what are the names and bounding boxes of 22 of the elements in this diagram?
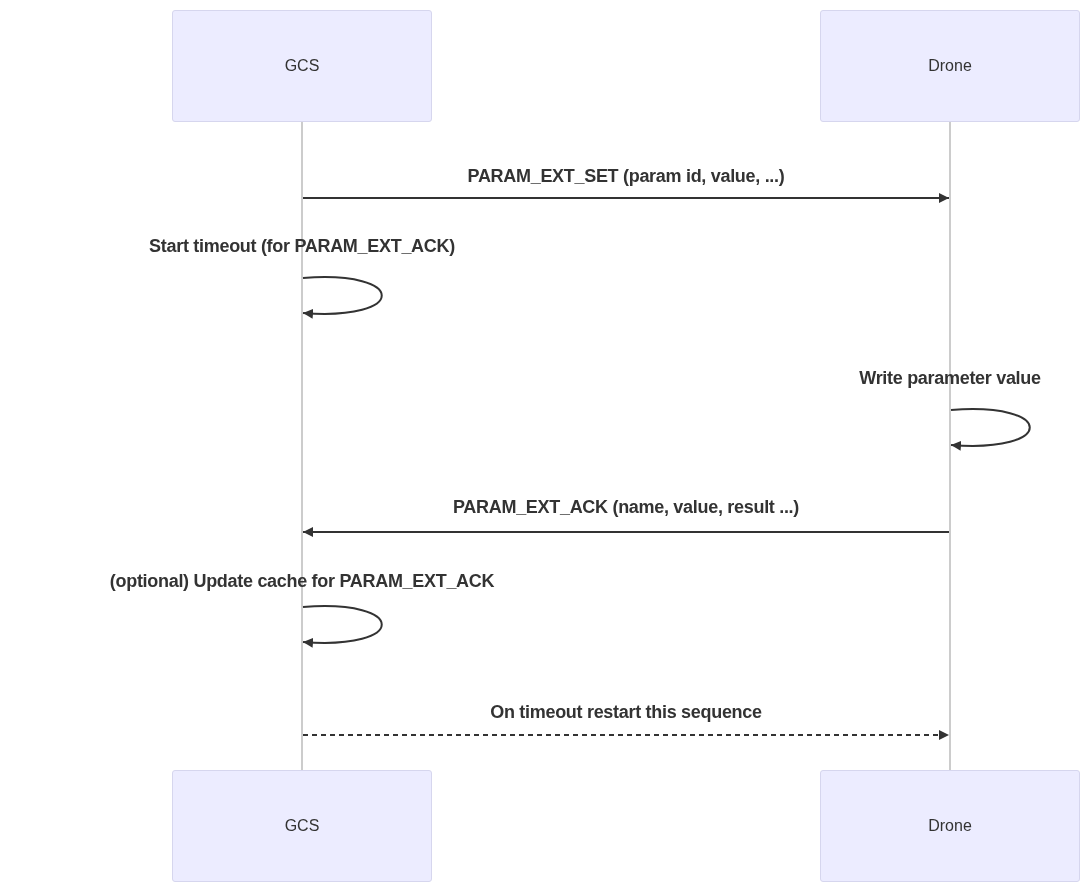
participant-box: [820, 770, 1080, 882]
participant-name: Drone: [928, 57, 972, 75]
lifeline: [301, 122, 303, 770]
lifeline: [949, 122, 951, 770]
self-message-arrow: [950, 408, 1031, 451]
participant-name: GCS: [284, 817, 320, 835]
message-arrow: [302, 193, 950, 203]
message-label: On timeout restart this sequence: [490, 702, 762, 723]
message-label: PARAM_EXT_ACK (name, value, result ...): [452, 497, 800, 518]
message-label: Start timeout (for PARAM_EXT_ACK): [149, 236, 455, 257]
self-message-arrow: [302, 276, 383, 319]
participant-box: [820, 10, 1080, 122]
participant-box: [172, 770, 432, 882]
message-label: PARAM_EXT_SET (param id, value, ...): [467, 166, 785, 187]
participant-name: Drone: [928, 817, 972, 835]
self-message-arrow: [302, 605, 383, 648]
participant-box: [172, 10, 432, 122]
participant-name: GCS: [284, 57, 320, 75]
message-label: (optional) Update cache for PARAM_EXT_ACK: [109, 571, 495, 592]
message-arrow: [302, 730, 950, 740]
message-label: Write parameter value: [859, 368, 1041, 389]
message-arrow: [302, 527, 950, 537]
